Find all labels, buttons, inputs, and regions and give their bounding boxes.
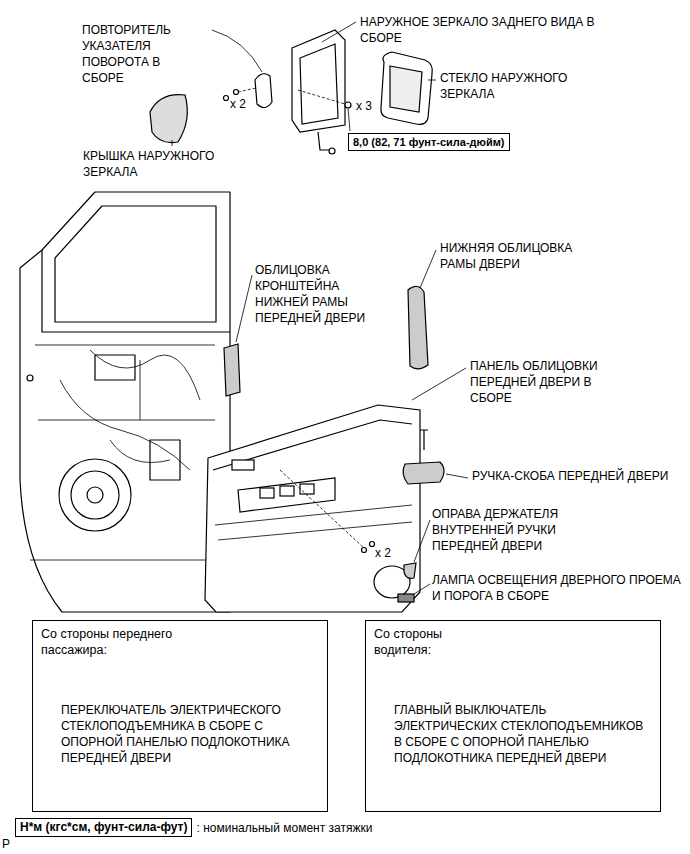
leader-line (414, 584, 430, 594)
part-name: НИЖНЯЯ ОБЛИЦОВКА РАМЫ ДВЕРИ (440, 240, 575, 272)
regulator-hole (150, 440, 180, 480)
lower-frame-garnish (408, 286, 428, 368)
screw (234, 90, 239, 95)
pull-handle (403, 462, 444, 484)
leader-line (428, 80, 436, 81)
mirror-glass-inner (390, 66, 422, 112)
unit-box: Н*м (кгс*см, фунт-сила-фут) (15, 818, 192, 837)
quantity: x 2 (230, 96, 246, 112)
speaker-cone (71, 471, 119, 519)
leader-line (172, 140, 173, 146)
leader-line (412, 368, 466, 400)
box-heading: Со стороны водителя: (374, 626, 474, 658)
screw (362, 548, 367, 553)
door-trim-panel (205, 405, 420, 612)
part-name: ЛАМПА ОСВЕЩЕНИЯ ДВЕРНОГО ПРОЕМА И ПОРОГА… (432, 572, 682, 604)
door-lock-hole (95, 355, 135, 380)
side-box: Со стороны переднего пассажира: ПЕРЕКЛЮЧА… (32, 620, 328, 812)
quantity: x 3 (356, 98, 372, 114)
page-mark: P (2, 836, 10, 852)
belt-line (42, 250, 230, 332)
leader-line (322, 22, 356, 42)
mirror-cover (150, 95, 187, 143)
leader-line (348, 108, 350, 131)
part-name: КРЫШКА НАРУЖНОГО ЗЕРКАЛА (83, 148, 243, 180)
mirror-glass (381, 52, 432, 124)
switch (260, 488, 274, 498)
trim-parts (205, 286, 444, 612)
quantity: x 2 (375, 545, 391, 561)
box-text: 8,0 (82, 71 фунт-сила-дюйм) (353, 135, 505, 149)
part-name: ПАНЕЛЬ ОБЛИЦОВКИ ПЕРЕДНЕЙ ДВЕРИ В СБОРЕ (470, 358, 610, 406)
door-rib (30, 345, 215, 560)
courtesy-lamp (398, 594, 414, 602)
side-box: Со стороны водителя: ГЛАВНЫЙ ВЫКЛЮЧАТЕЛЬ … (365, 620, 661, 812)
bracket-garnish (224, 344, 240, 396)
box-text: Н*м (кгс*см, фунт-сила-фут) (20, 820, 187, 835)
leader-line (414, 520, 430, 562)
leader-line (236, 275, 252, 342)
handle-bezel (404, 563, 416, 578)
lock-switch (232, 460, 254, 470)
trim-edge (213, 420, 412, 470)
part-name: СТЕКЛО НАРУЖНОГО ЗЕРКАЛА (440, 70, 580, 102)
torque-box: 8,0 (82, 71 фунт-сила-дюйм) (348, 133, 510, 151)
switch (300, 484, 314, 494)
mirror-wire (318, 132, 330, 150)
mirror-connector (329, 148, 335, 154)
part-name: ОБЛИЦОВКА КРОНШТЕЙНА НИЖНЕЙ РАМЫ ПЕРЕДНЕ… (255, 262, 377, 326)
wiring (60, 350, 200, 470)
speaker (59, 459, 131, 531)
switch (280, 486, 294, 496)
part-name: ПОВТОРИТЕЛЬ УКАЗАТЕЛЯ ПОВОРОТА В СБОРЕ (82, 22, 174, 86)
window-opening (55, 206, 216, 322)
leader-line (212, 30, 262, 72)
door-outline (20, 192, 230, 612)
part-name: РУЧКА-СКОБА ПЕРЕДНЕЙ ДВЕРИ (472, 468, 687, 484)
screw (370, 542, 375, 547)
part-name: ОПРАВА ДЕРЖАТЕЛЯ ВНУТРЕННЕЙ РУЧКИ ПЕРЕДН… (432, 506, 622, 554)
hinge (27, 375, 33, 381)
box-text: ПЕРЕКЛЮЧАТЕЛЬ ЭЛЕКТРИЧЕСКОГО СТЕКЛОПОДЪЕ… (41, 702, 319, 766)
leader-line (420, 250, 436, 288)
leader-lines (172, 22, 468, 594)
door-frame (20, 192, 230, 612)
screw (224, 96, 229, 101)
box-text: ГЛАВНЫЙ ВЫКЛЮЧАТЕЛЬ ЭЛЕКТРИЧЕСКИХ СТЕКЛО… (374, 702, 652, 766)
part-name: НАРУЖНОЕ ЗЕРКАЛО ЗАДНЕГО ВИДА В СБОРЕ (360, 14, 600, 46)
box-heading: Со стороны переднего пассажира: (41, 626, 231, 658)
screw (420, 430, 428, 450)
note: : номинальный момент затяжки (196, 820, 372, 836)
mirror-body (292, 30, 345, 132)
speaker-center (87, 487, 103, 503)
leader-line (446, 474, 468, 478)
switch-panel (238, 478, 335, 512)
mirror-frame (300, 44, 338, 124)
nut (345, 102, 351, 108)
turn-repeater (255, 74, 272, 108)
